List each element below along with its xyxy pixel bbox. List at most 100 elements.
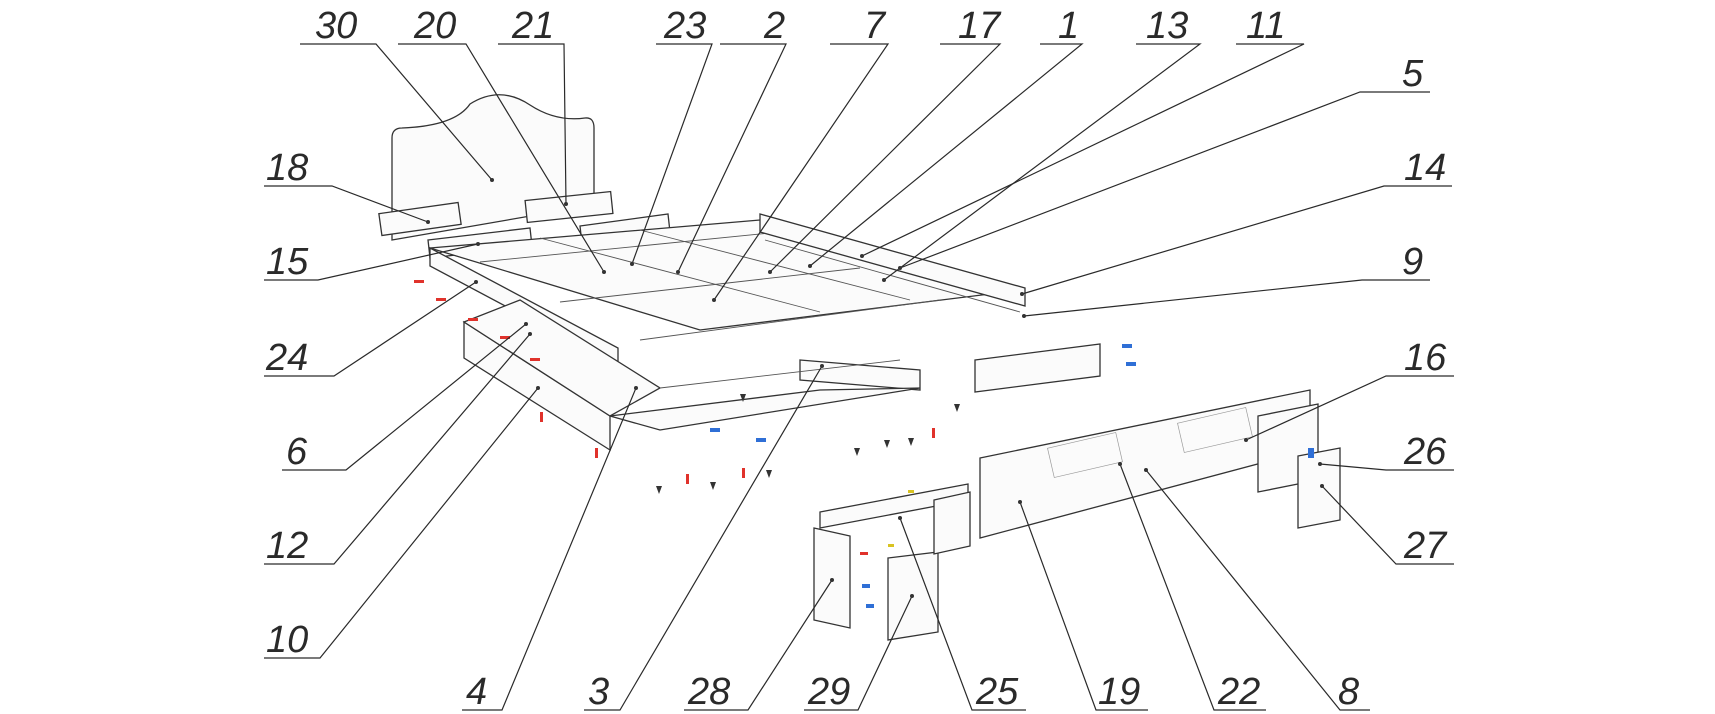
callout-label: 9 [1402, 241, 1423, 283]
callout-23: 23 [630, 5, 713, 266]
callout-22: 22 [1118, 462, 1266, 713]
fastener-blue [862, 584, 870, 588]
fastener-red [742, 468, 745, 478]
callouts: 30 20 21 23 2 7 17 [264, 5, 1454, 713]
callout-label: 18 [266, 147, 308, 189]
furniture-foot [710, 482, 716, 490]
callout-label: 11 [1246, 5, 1285, 47]
callout-anchor [630, 262, 634, 266]
callout-14: 14 [1020, 147, 1452, 296]
callout-anchor [898, 266, 902, 270]
callout-19: 19 [1018, 500, 1148, 713]
callout-11: 11 [860, 5, 1305, 258]
callout-leader [264, 281, 477, 377]
callout-label: 13 [1146, 5, 1188, 47]
callout-4: 4 [462, 386, 638, 713]
fastener-red [436, 298, 446, 301]
callout-label: 15 [266, 241, 309, 283]
callout-24: 24 [264, 280, 478, 379]
callout-label: 10 [266, 619, 308, 661]
callout-anchor [1118, 462, 1122, 466]
fastener-yellow [888, 544, 894, 547]
furniture-foot [854, 448, 860, 456]
callout-anchor [474, 280, 478, 284]
callout-label: 27 [1403, 525, 1448, 567]
fastener-red [468, 318, 478, 321]
fastener-red [686, 474, 689, 484]
callout-27: 27 [1320, 484, 1454, 567]
callout-anchor [830, 578, 834, 582]
callout-leader [1245, 375, 1454, 441]
furniture-foot [908, 438, 914, 446]
callout-leader [713, 43, 890, 301]
callout-label: 12 [266, 525, 308, 567]
callout-7: 7 [712, 5, 890, 302]
callout-anchor [768, 270, 772, 274]
fastener-red [530, 358, 540, 361]
callout-29: 29 [804, 594, 914, 713]
callout-label: 2 [763, 5, 785, 47]
fastener-red [860, 552, 868, 555]
callout-label: 25 [975, 671, 1019, 713]
callout-leader [584, 365, 823, 711]
furniture-foot [954, 404, 960, 412]
callout-anchor [910, 594, 914, 598]
callout-leader [677, 43, 787, 273]
callout-label: 7 [864, 5, 887, 47]
callout-leader [1145, 469, 1370, 711]
callout-leader [462, 387, 637, 711]
callout-leader [861, 43, 1305, 257]
callout-anchor [1020, 292, 1024, 296]
fastener-red [932, 428, 935, 438]
callout-anchor [898, 516, 902, 520]
fastener-blue [1308, 448, 1314, 458]
foot-small-block [933, 491, 971, 555]
callout-15: 15 [264, 241, 480, 283]
fastener-red [500, 336, 510, 339]
frame-slat-b [559, 267, 861, 303]
callout-6: 6 [282, 322, 528, 473]
furniture-foot [656, 486, 662, 494]
callout-leader [1119, 463, 1266, 711]
callout-12: 12 [264, 332, 532, 567]
callout-label: 1 [1058, 5, 1079, 47]
callout-leader [264, 333, 531, 565]
callout-leader [631, 43, 713, 265]
callout-leader [1019, 501, 1148, 711]
callout-anchor [712, 298, 716, 302]
callout-9: 9 [1022, 241, 1430, 318]
callout-leader [264, 185, 429, 223]
callout-label: 17 [958, 5, 1002, 47]
callout-anchor [476, 242, 480, 246]
callout-28: 28 [684, 578, 834, 713]
callout-label: 16 [1404, 337, 1447, 379]
callout-leader [264, 243, 479, 281]
callout-label: 23 [663, 5, 706, 47]
callout-leader [498, 43, 567, 205]
callout-label: 29 [807, 671, 850, 713]
callout-20: 20 [398, 5, 606, 274]
callout-2: 2 [676, 5, 787, 274]
callout-label: 20 [413, 5, 456, 47]
callout-anchor [676, 270, 680, 274]
callout-anchor [490, 178, 494, 182]
callout-anchor [536, 386, 540, 390]
callout-anchor [1018, 500, 1022, 504]
callout-leader [300, 43, 493, 181]
callout-label: 8 [1338, 671, 1359, 713]
callout-label: 4 [466, 671, 487, 713]
fastener-blue [866, 604, 874, 608]
callout-5: 5 [898, 53, 1430, 270]
drawer-side [659, 359, 901, 389]
callout-leader [1023, 279, 1430, 317]
callout-18: 18 [264, 147, 430, 224]
right-side-rail [759, 213, 1026, 307]
fastener-red [414, 280, 424, 283]
callout-leader [398, 43, 605, 273]
callout-label: 6 [286, 431, 308, 473]
drawer-bottom [609, 387, 921, 431]
callout-label: 5 [1402, 53, 1424, 95]
callout-label: 26 [1403, 431, 1447, 473]
callout-label: 22 [1217, 671, 1260, 713]
callout-leader [769, 43, 1002, 273]
